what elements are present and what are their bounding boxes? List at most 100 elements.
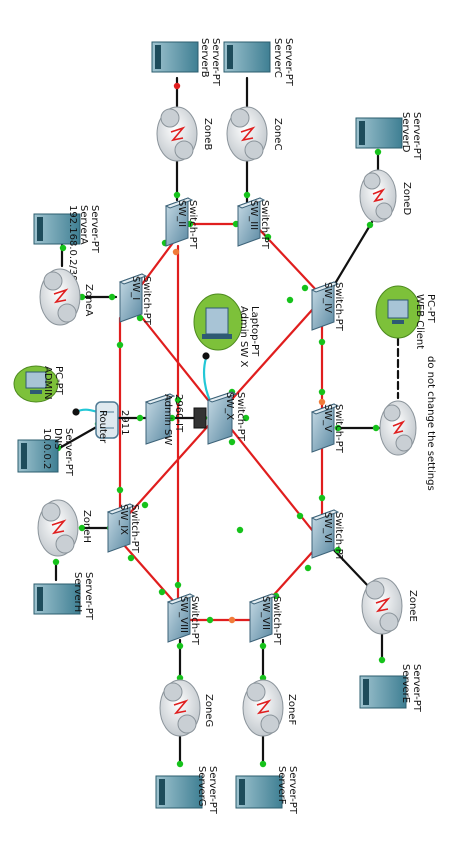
switch-sw9[interactable]: Switch-PT SW_IX (106, 503, 140, 556)
router-2911[interactable]: Router 2911 (95, 401, 130, 444)
laptop-type: Laptop-PT (249, 306, 260, 357)
svg-text:Switch-PT SW_X: Switch-PT SW_X (224, 392, 246, 444)
svg-text:Server-PT ServerA: Server-PT ServerA 192.168.0.2/30 (67, 205, 100, 282)
switch-icon (310, 509, 340, 559)
svg-text:Server-PT ServerD: Server-PT ServerD (400, 112, 422, 163)
switch-admin-sw[interactable]: 2960-IT Admin SW (144, 393, 184, 445)
cloud-zone-h[interactable]: ZoneH (37, 499, 92, 557)
zone-g-label: ZoneG (203, 694, 214, 727)
switch-icon (248, 593, 278, 643)
server-b-name: ServerB (199, 38, 210, 78)
pc-admin-type: PC-PT (53, 366, 64, 396)
switch-sw4[interactable]: Switch-PT SW_IV (310, 281, 344, 334)
cloud-zone-a[interactable]: ZoneA (39, 268, 94, 326)
switch-sw5[interactable]: Switch-PT SW_V (310, 403, 344, 456)
switch-icon (118, 273, 148, 323)
switch-sw5-type: Switch-PT (333, 404, 344, 454)
link-sw6-zonee (330, 546, 372, 590)
switch-icon (310, 281, 340, 331)
switch-sw4-type: Switch-PT (333, 282, 344, 332)
switch-sw4-name: SW_IV (322, 282, 333, 313)
server-f-type: Server-PT (287, 766, 298, 815)
server-b[interactable]: Server-PT ServerB (151, 38, 221, 89)
router-icon (95, 401, 119, 439)
server-dns-type: Server-PT (63, 428, 74, 477)
svg-text:Switch-PT SW_III: Switch-PT SW_III (248, 200, 270, 252)
cloud-zone-g[interactable]: ZoneG (159, 679, 214, 737)
server-d[interactable]: Server-PT ServerD (355, 112, 422, 163)
svg-text:Server-PT ServerC: Server-PT ServerC (272, 38, 294, 89)
svg-text:Server-PT ServerE: Server-PT ServerE (400, 664, 422, 715)
switch-icon (310, 403, 340, 453)
laptop-icon (193, 293, 243, 351)
cloud-icon (242, 679, 284, 737)
svg-text:Switch-PT SW_IV: Switch-PT SW_IV (322, 282, 344, 334)
svg-text:2960-IT Admin SW: 2960-IT Admin SW (162, 394, 184, 445)
cloud-icon (226, 106, 268, 162)
pc-admin[interactable]: PC-PT ADMIN (13, 365, 64, 403)
server-dns[interactable]: Server-PT DNS 10.0.0.2 (17, 428, 74, 479)
server-d-name: ServerD (400, 112, 411, 153)
server-g[interactable]: Server-PT ServerG (155, 766, 218, 817)
switch-sw1-name: SW_I (130, 276, 141, 300)
switch-sw5-name: SW_V (322, 404, 333, 432)
switch-sw7[interactable]: Switch-PT SW_VII (248, 593, 282, 648)
zone-d-label: ZoneD (401, 182, 412, 215)
svg-text:Switch-PT SW_VIII: Switch-PT SW_VIII (178, 596, 200, 648)
link-sw8-sw9 (122, 543, 178, 606)
switch-sw7-name: SW_VII (260, 596, 271, 630)
server-h[interactable]: Server-PT ServerH (33, 572, 94, 623)
switch-sw1[interactable]: Switch-PT SW_I (118, 273, 152, 328)
server-icon (17, 439, 59, 473)
svg-text:Switch-PT SW_V: Switch-PT SW_V (322, 404, 344, 456)
switch-sw8[interactable]: Switch-PT SW_VIII (166, 593, 200, 648)
server-a[interactable]: Server-PT ServerA 192.168.0.2/30 (33, 205, 100, 282)
svg-text:PC-PT ADMIN: PC-PT ADMIN (42, 366, 64, 400)
cloud-icon (39, 268, 81, 326)
link-sw1-sw2 (138, 234, 180, 289)
svg-text:Switch-PT SW_II: Switch-PT SW_II (176, 200, 198, 252)
zone-h-label: ZoneH (81, 510, 92, 543)
laptop-name: Admin SW X (238, 306, 249, 367)
server-icon (359, 675, 407, 709)
switch-swx[interactable]: Switch-PT SW_X (193, 391, 246, 445)
switch-sw6[interactable]: Switch-PT SW_VI (310, 509, 344, 564)
switch-icon (144, 393, 176, 445)
cloud-zone-b[interactable]: ZoneB (156, 106, 213, 162)
server-f[interactable]: Server-PT ServerF (235, 766, 298, 817)
cloud-icon (361, 577, 403, 635)
cloud-zone-d[interactable]: ZoneD (359, 169, 412, 223)
cloud-zone-c[interactable]: ZoneC (226, 106, 283, 162)
svg-text:Laptop-PT Admin SW X: Laptop-PT Admin SW X (238, 306, 260, 367)
cloud-zone-web[interactable] (379, 400, 417, 456)
switch-sw3[interactable]: Switch-PT SW_III (236, 197, 270, 252)
switch-sw2[interactable]: Switch-PT SW_II (164, 197, 198, 252)
server-icon (151, 41, 199, 73)
server-c-name: ServerC (272, 38, 283, 78)
zone-c-label: ZoneC (272, 118, 283, 150)
router-label: Router (97, 410, 108, 444)
cloud-icon (379, 400, 417, 456)
cloud-icon (37, 499, 79, 557)
zone-f-label: ZoneF (286, 694, 297, 725)
server-icon (33, 213, 81, 245)
svg-text:Server-PT DNS 10.0: Server-PT DNS 10.0.0.2 (41, 428, 74, 479)
switch-sw9-type: Switch-PT (129, 504, 140, 554)
server-e[interactable]: Server-PT ServerE (359, 664, 422, 715)
server-b-type: Server-PT (210, 38, 221, 87)
svg-text:Switch-PT SW_IX: Switch-PT SW_IX (118, 504, 140, 556)
switch-sw2-type: Switch-PT (187, 200, 198, 250)
cloud-zone-f[interactable]: ZoneF (242, 679, 297, 737)
server-g-type: Server-PT (207, 766, 218, 815)
switch-icon (164, 197, 194, 247)
switch-admin-sw-type: 2960-IT (173, 394, 184, 433)
laptop-admin-sw-x[interactable]: Laptop-PT Admin SW X (193, 293, 260, 367)
zone-b-label: ZoneB (202, 118, 213, 150)
zone-a-label: ZoneA (83, 284, 94, 316)
pc-web-client[interactable]: PC-PT WEB Client (375, 285, 436, 349)
zone-e-label: ZoneE (407, 590, 418, 622)
server-icon (33, 583, 81, 615)
server-c[interactable]: Server-PT ServerC (223, 38, 294, 89)
cloud-zone-e[interactable]: ZoneE (361, 577, 418, 635)
